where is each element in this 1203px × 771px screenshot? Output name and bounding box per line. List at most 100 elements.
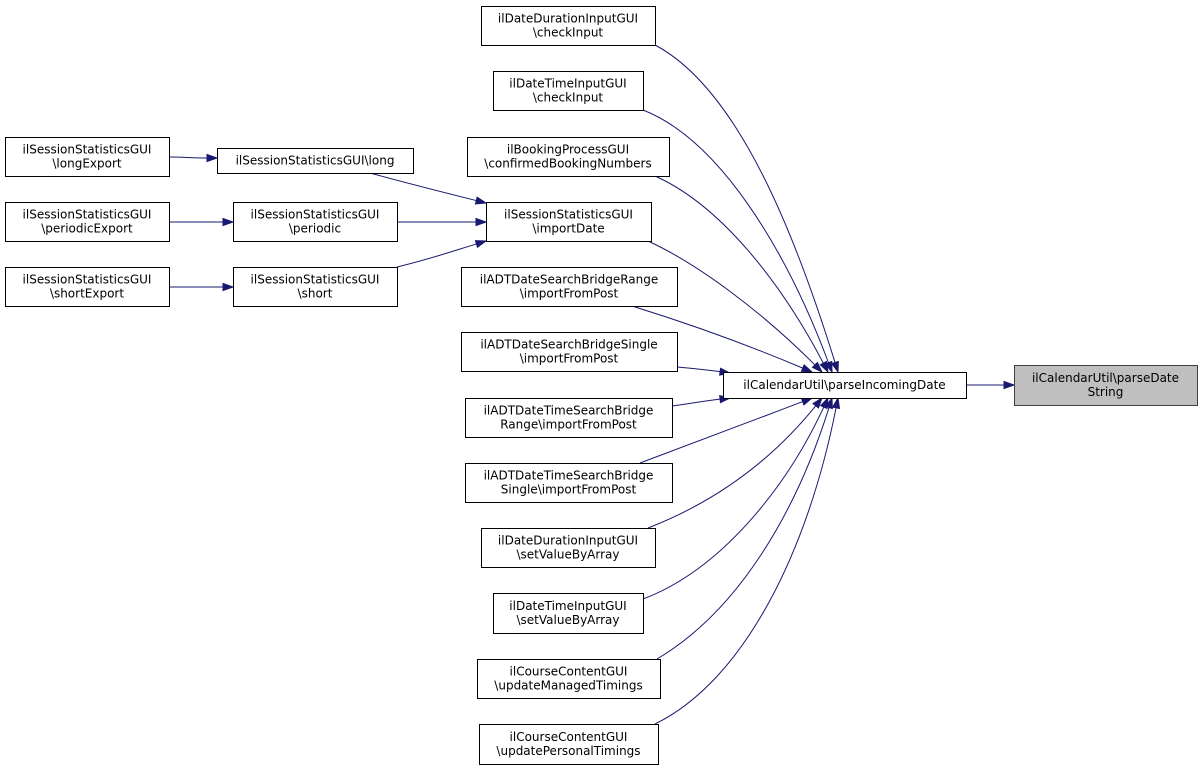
node-ddCheckInput[interactable]: ilDateDurationInputGUI\checkInput — [481, 6, 656, 46]
arrowhead-icon — [824, 396, 833, 410]
edge-line — [656, 407, 830, 660]
node-label-line: Single\importFromPost — [501, 483, 637, 497]
edge-dsbSingle-to-parseIncomingDate — [676, 366, 732, 376]
node-shortExport[interactable]: ilSessionStatisticsGUI\shortExport — [5, 267, 170, 307]
node-label-line: \periodic — [289, 222, 341, 236]
edge-parseIncomingDate-to-parseDateString — [966, 380, 1016, 390]
node-label-line: \confirmedBookingNumbers — [484, 157, 651, 171]
node-dtCheckInput[interactable]: ilDateTimeInputGUI\checkInput — [493, 71, 644, 111]
node-label-line: ilSessionStatisticsGUI — [251, 273, 380, 287]
edge-periodicExport-to-periodic — [169, 217, 235, 227]
node-label-line: \longExport — [52, 157, 122, 171]
node-label-line: ilADTDateSearchBridgeSingle — [480, 338, 657, 352]
edge-line — [639, 401, 803, 464]
node-ddSetValue[interactable]: ilDateDurationInputGUI\setValueByArray — [481, 528, 656, 568]
node-label-line: ilDateTimeInputGUI — [509, 599, 626, 613]
node-box — [461, 267, 678, 307]
edge-line — [642, 109, 829, 363]
node-box — [493, 71, 644, 111]
node-label-line: \setValueByArray — [517, 548, 620, 562]
node-box — [5, 202, 170, 242]
node-dsbRange[interactable]: ilADTDateSearchBridgeRange\importFromPos… — [461, 267, 678, 307]
edge-short-to-importDate — [396, 240, 488, 268]
node-box — [5, 267, 170, 307]
arrowhead-icon — [1003, 380, 1016, 390]
node-label-line: \setValueByArray — [517, 613, 620, 627]
node-label-line: \shortExport — [50, 287, 124, 301]
node-box — [217, 148, 414, 174]
arrowhead-icon — [474, 196, 488, 205]
node-label-line: \importDate — [532, 222, 604, 236]
edge-line — [631, 305, 803, 369]
node-longExport[interactable]: ilSessionStatisticsGUI\longExport — [5, 137, 170, 177]
node-managedTimings[interactable]: ilCourseContentGUI\updateManagedTimings — [477, 659, 661, 699]
node-label-line: \updatePersonalTimings — [496, 744, 640, 758]
node-label-line: ilADTDateTimeSearchBridge — [484, 469, 654, 483]
node-box — [5, 137, 170, 177]
nodes-layer: ilSessionStatisticsGUI\longExportilSessi… — [5, 6, 1198, 765]
node-label-line: ilDateDurationInputGUI — [498, 534, 638, 548]
node-importDate[interactable]: ilSessionStatisticsGUI\importDate — [486, 202, 652, 242]
edge-managedTimings-to-parseIncomingDate — [656, 396, 833, 660]
node-dtSetValue[interactable]: ilDateTimeInputGUI\setValueByArray — [493, 593, 644, 634]
node-label-line: ilCourseContentGUI — [510, 730, 628, 744]
node-box — [1014, 365, 1198, 406]
edge-line — [671, 398, 721, 407]
node-box — [481, 528, 656, 568]
node-label-line: ilSessionStatisticsGUI — [23, 208, 152, 222]
arrowhead-icon — [475, 217, 488, 227]
node-periodic[interactable]: ilSessionStatisticsGUI\periodic — [233, 202, 398, 242]
node-short[interactable]: ilSessionStatisticsGUI\short — [233, 267, 398, 307]
node-periodicExport[interactable]: ilSessionStatisticsGUI\periodicExport — [5, 202, 170, 242]
node-dtsbRange[interactable]: ilADTDateTimeSearchBridgeRange\importFro… — [465, 398, 673, 438]
node-booking[interactable]: ilBookingProcessGUI\confirmedBookingNumb… — [467, 137, 670, 177]
edge-booking-to-parseIncomingDate — [654, 175, 829, 374]
edge-line — [654, 44, 836, 363]
node-box — [465, 398, 673, 438]
node-box — [486, 202, 652, 242]
node-label-line: ilSessionStatisticsGUI — [504, 208, 633, 222]
edge-line — [676, 366, 721, 373]
node-label-line: \importFromPost — [520, 352, 619, 366]
node-box — [479, 724, 659, 765]
node-label-line: ilSessionStatisticsGUI — [251, 208, 380, 222]
arrowhead-icon — [830, 360, 839, 374]
edge-periodic-to-importDate — [397, 217, 488, 227]
node-label-line: \checkInput — [533, 26, 604, 40]
arrowhead-icon — [812, 396, 823, 409]
node-label-line: ilADTDateSearchBridgeRange — [480, 273, 659, 287]
node-label-line: String — [1088, 385, 1124, 399]
node-box — [493, 593, 644, 634]
node-box — [481, 6, 656, 46]
node-box — [467, 137, 670, 177]
node-parseIncomingDate[interactable]: ilCalendarUtil\parseIncomingDate — [723, 372, 967, 399]
edge-ddCheckInput-to-parseIncomingDate — [654, 44, 839, 374]
node-label-line: \importFromPost — [520, 287, 619, 301]
edge-long-to-importDate — [369, 172, 488, 205]
node-box — [723, 372, 967, 399]
node-dsbSingle[interactable]: ilADTDateSearchBridgeSingle\importFromPo… — [461, 332, 678, 372]
node-label-line: ilSessionStatisticsGUI — [23, 143, 152, 157]
node-long[interactable]: ilSessionStatisticsGUI\long — [217, 148, 414, 174]
node-label-line: ilCourseContentGUI — [510, 665, 628, 679]
edges-layer — [168, 44, 1016, 725]
node-label-line: ilSessionStatisticsGUI — [23, 273, 152, 287]
edge-line — [642, 406, 825, 600]
edge-line — [396, 243, 477, 268]
edge-dtsbRange-to-parseIncomingDate — [671, 394, 732, 407]
arrowhead-icon — [206, 153, 219, 163]
node-box — [461, 332, 678, 372]
edge-line — [369, 172, 477, 202]
edge-line — [168, 156, 208, 159]
node-personalTimings[interactable]: ilCourseContentGUI\updatePersonalTimings — [479, 724, 659, 765]
node-label-line: Range\importFromPost — [500, 418, 637, 432]
node-dtsbSingle[interactable]: ilADTDateTimeSearchBridgeSingle\importFr… — [465, 463, 673, 503]
node-box — [477, 659, 661, 699]
node-label-line: ilCalendarUtil\parseIncomingDate — [743, 378, 945, 392]
edge-line — [654, 175, 824, 364]
node-label-line: ilDateTimeInputGUI — [509, 77, 626, 91]
node-label-line: \periodicExport — [41, 222, 133, 236]
node-label-line: \short — [298, 287, 333, 301]
